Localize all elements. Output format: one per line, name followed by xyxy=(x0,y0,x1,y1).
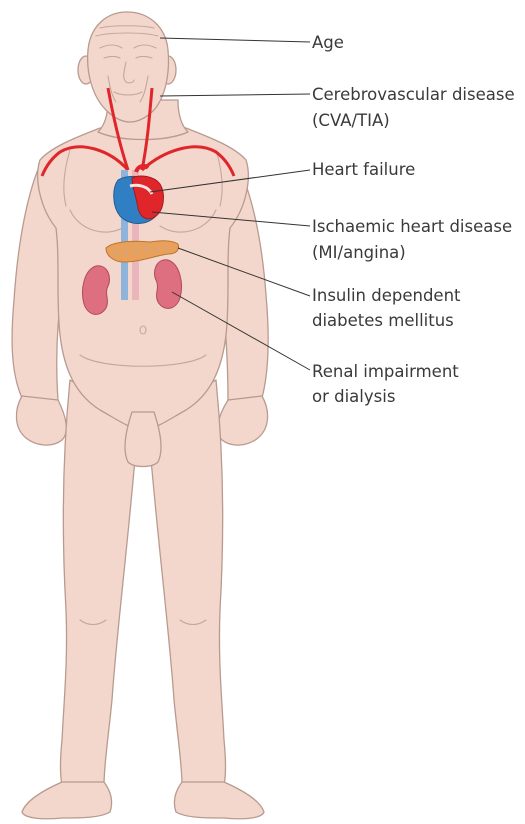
label-age: Age xyxy=(312,33,344,52)
genitals xyxy=(125,412,161,467)
label-renal-line2: or dialysis xyxy=(312,387,395,406)
head xyxy=(88,12,169,122)
label-insulin-line2: diabetes mellitus xyxy=(312,311,454,330)
leader-cerebrovascular xyxy=(160,94,310,96)
label-cerebrovascular-line2: (CVA/TIA) xyxy=(312,111,390,130)
right-hand xyxy=(218,396,268,445)
human-figure xyxy=(12,12,268,819)
labels: Age Cerebrovascular disease (CVA/TIA) He… xyxy=(312,33,515,406)
left-foot xyxy=(22,782,112,819)
label-ischaemic-line1: Ischaemic heart disease xyxy=(312,217,512,236)
label-ischaemic-line2: (MI/angina) xyxy=(312,243,406,262)
left-hand xyxy=(16,396,66,445)
label-cerebrovascular-line1: Cerebrovascular disease xyxy=(312,85,515,104)
label-insulin-line1: Insulin dependent xyxy=(312,286,461,305)
right-foot xyxy=(174,782,264,819)
label-renal-line1: Renal impairment xyxy=(312,362,459,381)
leader-age xyxy=(160,38,310,42)
label-heart-failure: Heart failure xyxy=(312,160,415,179)
